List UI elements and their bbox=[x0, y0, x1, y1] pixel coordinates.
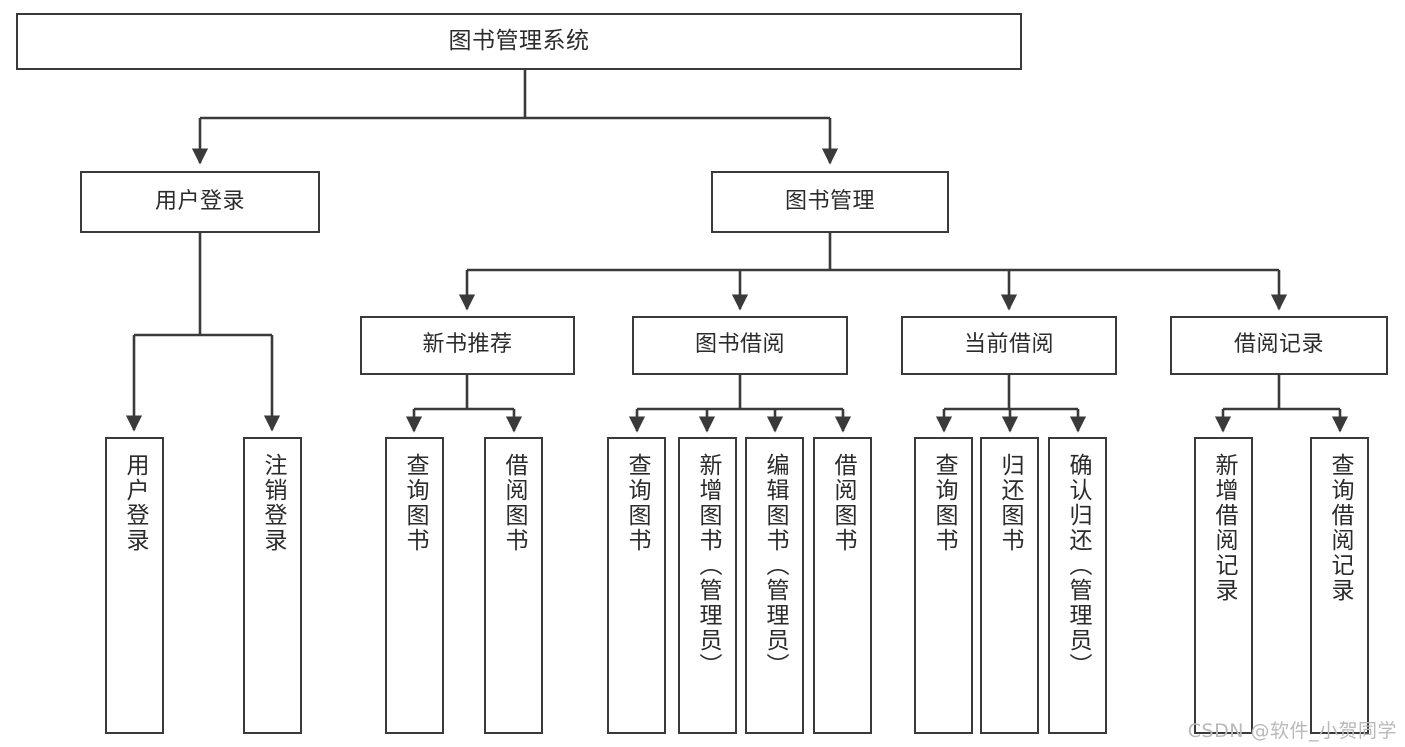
node-borrow-record[interactable]: 借阅记录 bbox=[1170, 316, 1388, 375]
leaf-book-borrow-borrow[interactable]: 借阅图书 bbox=[813, 437, 872, 734]
leaf-book-borrow-add-admin[interactable]: 新增图书（管理员） bbox=[678, 437, 737, 734]
leaf-user-login-signout[interactable]: 注销登录 bbox=[243, 437, 302, 734]
node-new-book-recommend[interactable]: 新书推荐 bbox=[360, 316, 575, 375]
node-label: 归还图书 bbox=[997, 453, 1023, 553]
node-label: 注销登录 bbox=[260, 453, 286, 553]
node-label: 查询借阅记录 bbox=[1327, 453, 1353, 603]
leaf-current-borrow-return[interactable]: 归还图书 bbox=[980, 437, 1039, 734]
leaf-new-book-query[interactable]: 查询图书 bbox=[385, 437, 444, 734]
node-label: 新增图书（管理员） bbox=[695, 453, 721, 678]
node-user-login[interactable]: 用户登录 bbox=[80, 171, 320, 233]
leaf-user-login-signin[interactable]: 用户登录 bbox=[105, 437, 164, 734]
node-label: 借阅图书 bbox=[830, 453, 856, 553]
node-label: 用户登录 bbox=[122, 453, 148, 553]
node-current-borrow[interactable]: 当前借阅 bbox=[901, 316, 1117, 375]
node-book-borrow[interactable]: 图书借阅 bbox=[632, 316, 848, 375]
node-label: 借阅图书 bbox=[501, 453, 527, 553]
node-label: 查询图书 bbox=[624, 453, 650, 553]
node-label: 查询图书 bbox=[402, 453, 428, 553]
node-label: 图书管理 bbox=[784, 188, 875, 214]
node-book-management[interactable]: 图书管理 bbox=[711, 171, 949, 233]
node-root-book-management-system[interactable]: 图书管理系统 bbox=[16, 13, 1022, 70]
node-label: 借阅记录 bbox=[1233, 332, 1324, 358]
leaf-current-borrow-confirm-admin[interactable]: 确认归还（管理员） bbox=[1048, 437, 1107, 734]
node-label: 用户登录 bbox=[154, 188, 245, 214]
leaf-current-borrow-query[interactable]: 查询图书 bbox=[914, 437, 973, 734]
leaf-new-book-borrow[interactable]: 借阅图书 bbox=[484, 437, 543, 734]
node-label: 图书借阅 bbox=[694, 332, 785, 358]
node-label: 确认归还（管理员） bbox=[1065, 453, 1091, 678]
node-label: 新增借阅记录 bbox=[1211, 453, 1237, 603]
node-label: 当前借阅 bbox=[963, 332, 1054, 358]
leaf-borrow-record-add[interactable]: 新增借阅记录 bbox=[1194, 437, 1253, 734]
watermark-text: CSDN @软件_小贺同学 bbox=[1187, 720, 1397, 742]
leaf-book-borrow-query[interactable]: 查询图书 bbox=[607, 437, 666, 734]
node-label: 新书推荐 bbox=[422, 332, 513, 358]
node-label: 查询图书 bbox=[931, 453, 957, 553]
node-label: 编辑图书（管理员） bbox=[762, 453, 788, 678]
leaf-borrow-record-query[interactable]: 查询借阅记录 bbox=[1310, 437, 1369, 734]
leaf-book-borrow-edit-admin[interactable]: 编辑图书（管理员） bbox=[745, 437, 804, 734]
node-label: 图书管理系统 bbox=[448, 27, 590, 54]
